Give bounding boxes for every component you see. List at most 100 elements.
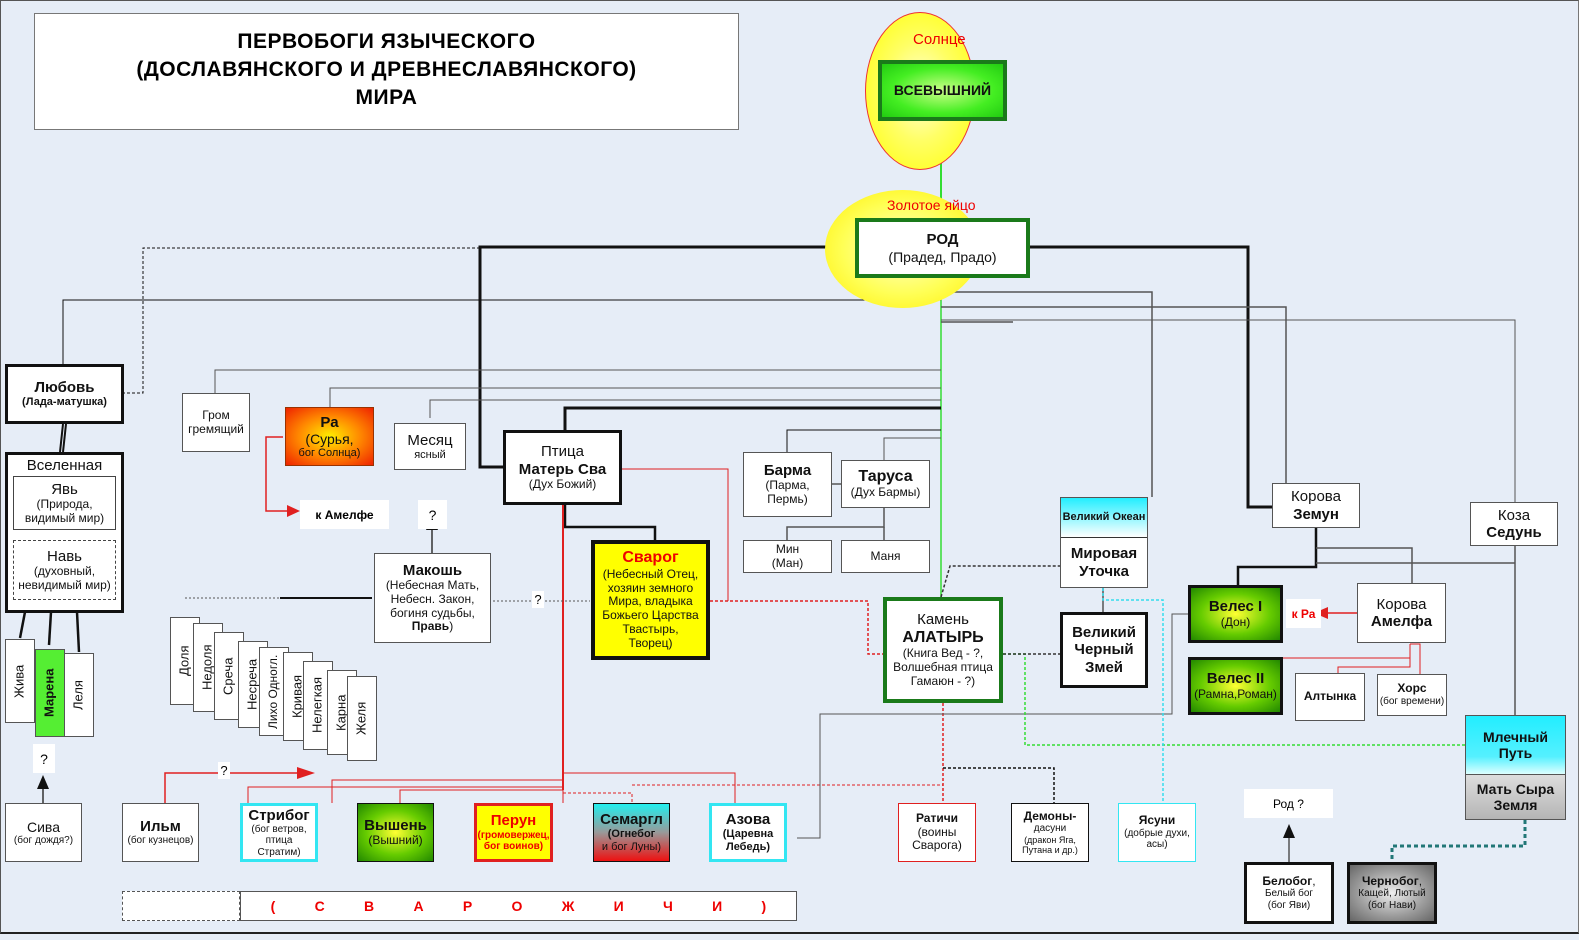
node-ra[interactable]: Ра (Сурья, бог Солнца) <box>285 407 374 466</box>
node-vyshen[interactable]: Вышень (Вышний) <box>357 803 434 862</box>
alatyr-line1: Камень <box>917 611 969 629</box>
node-demony[interactable]: Демоны- дасуни (дракон Яга, Путана и др.… <box>1011 803 1089 862</box>
node-yav[interactable]: Явь (Природа, видимый мир) <box>13 476 116 531</box>
barma-name: Барма <box>763 462 812 480</box>
node-manya[interactable]: Маня <box>841 540 930 573</box>
node-lyubov[interactable]: Любовь (Лада-матушка) <box>5 364 124 424</box>
vyshen-sub: (Вышний) <box>368 833 423 848</box>
koza-name: Седунь <box>1486 524 1542 541</box>
stribog-name: Стрибог <box>248 806 310 824</box>
node-korova-zemun[interactable]: Корова Земун <box>1272 483 1360 528</box>
node-nav[interactable]: Навь (духовный, невидимый мир) <box>13 540 116 601</box>
alatyr-sub: (Книга Вед - ?, Волшебная птица Гамаюн -… <box>893 646 993 688</box>
node-mlechny-put[interactable]: Млечный Путь Мать Сыра Земля <box>1465 715 1566 820</box>
mesyats-name: Месяц <box>407 431 453 449</box>
semargl-sub1: (Огнебог <box>607 828 656 841</box>
node-lelya[interactable]: Леля <box>64 653 94 737</box>
title-line-1: ПЕРВОБОГИ ЯЗЫЧЕСКОГО <box>237 30 536 53</box>
demony-sub2: (дракон Яга, Путана и др.) <box>1022 834 1078 856</box>
node-altynka[interactable]: Алтынка <box>1295 673 1365 721</box>
demony-sub1: дасуни <box>1033 823 1067 835</box>
makosh-close: ) <box>449 619 454 634</box>
svarog-sub: (Небесный Отец, хозяин земного Мира, вла… <box>602 566 699 650</box>
svarozhichi-char: В <box>364 898 375 914</box>
hors-name: Хорс <box>1397 681 1427 696</box>
node-azova[interactable]: Азова (Царевна Лебедь) <box>709 803 787 862</box>
yav-sub: (Природа, видимый мир) <box>24 497 105 525</box>
hors-sub: (бог времени) <box>1379 696 1445 708</box>
vsevyshny-label: ВСЕВЫШНИЙ <box>893 82 992 99</box>
node-marena[interactable]: Марена <box>35 649 65 737</box>
node-veles-1[interactable]: Велес I (Дон) <box>1188 585 1283 643</box>
svarozhichi-char: О <box>511 898 523 914</box>
nav-name: Навь <box>47 547 82 565</box>
node-alatyr[interactable]: Камень АЛАТЫРЬ (Книга Вед - ?, Волшебная… <box>883 597 1003 703</box>
note-question-ilm: ? <box>218 762 230 779</box>
yasuni-name: Ясуни <box>1138 813 1176 828</box>
node-ptitsa-sva[interactable]: Птица Матерь Сва (Дух Божий) <box>503 430 622 505</box>
node-makosh[interactable]: Макошь (Небесная Мать, Небесн. Закон, бо… <box>374 553 491 643</box>
svarozhichi-empty-cell <box>122 891 240 921</box>
node-ratichi[interactable]: Ратичи (воины Сварога) <box>898 803 976 862</box>
node-min[interactable]: Мин (Ман) <box>743 540 832 573</box>
tarusa-name: Таруса <box>858 467 913 485</box>
svarozhichi-char: А <box>413 898 424 914</box>
universe-label: Вселенная <box>26 457 103 474</box>
tarusa-sub: (Дух Бармы) <box>850 485 921 500</box>
svarog-name: Сварог <box>622 549 679 567</box>
node-rod[interactable]: РОД (Прадед, Прадо) <box>855 218 1030 278</box>
node-universe[interactable]: Вселенная Явь (Природа, видимый мир) Нав… <box>5 452 124 613</box>
marena-label: Марена <box>41 668 57 718</box>
svarozhichi-char: И <box>613 898 624 914</box>
ra-sub1: (Сурья, <box>305 430 354 447</box>
yav-name: Явь <box>51 480 78 498</box>
node-grom[interactable]: Гром гремящий <box>182 393 250 452</box>
veles2-sub: (Рамна,Роман) <box>1194 686 1277 701</box>
node-svarog[interactable]: Сварог (Небесный Отец, хозяин земного Ми… <box>591 540 710 660</box>
mesyats-sub: ясный <box>414 448 446 461</box>
node-fate-zhelya[interactable]: Желя <box>347 676 377 761</box>
azova-sub: (Царевна Лебедь) <box>722 828 774 854</box>
node-hors[interactable]: Хорс (бог времени) <box>1377 674 1447 716</box>
chernobog-comma: , <box>1418 873 1423 888</box>
title-line-3: МИРА <box>355 86 418 109</box>
svarozhichi-char: ) <box>761 898 767 914</box>
svarozhichi-char: И <box>712 898 723 914</box>
node-zhiva[interactable]: Жива <box>5 639 35 723</box>
makosh-name: Макошь <box>402 561 463 579</box>
demony-name: Демоны- <box>1023 808 1077 823</box>
node-siva[interactable]: Сива (бог дождя?) <box>5 803 82 862</box>
node-vsevyshny[interactable]: ВСЕВЫШНИЙ <box>878 60 1007 121</box>
ratichi-name: Ратичи <box>915 810 959 825</box>
node-ilm[interactable]: Ильм (бог кузнецов) <box>122 803 199 862</box>
svarozhichi-char: Р <box>462 898 473 914</box>
node-korova-amelfa[interactable]: Корова Амелфа <box>1357 583 1446 643</box>
perun-name: Перун <box>490 812 537 830</box>
stribog-sub: (бог ветров, птица Стратим) <box>251 823 307 858</box>
belobog-sub1: Белый бог <box>1264 888 1314 900</box>
rod-name: РОД <box>926 231 959 249</box>
node-stribog[interactable]: Стрибог (бог ветров, птица Стратим) <box>240 803 318 862</box>
ilm-name: Ильм <box>140 818 181 836</box>
node-perun[interactable]: Перун (громовержец, бог воинов) <box>474 803 553 862</box>
node-zmey[interactable]: Великий Черный Змей <box>1060 612 1148 688</box>
belobog-name: Белобог <box>1262 873 1313 888</box>
node-mesyats[interactable]: Месяц ясный <box>394 423 466 470</box>
node-ocean-utochka[interactable]: Великий Океан Мировая Уточка <box>1060 497 1148 588</box>
node-koza-sedun[interactable]: Коза Седунь <box>1470 502 1558 546</box>
node-yasuni[interactable]: Ясуни (добрые духи, асы) <box>1118 803 1196 862</box>
ptitsa-line1: Птица <box>541 443 584 461</box>
fate-label: Доля <box>176 645 192 677</box>
note-to-amelfa: к Амелфе <box>300 500 389 529</box>
note-rod-question: Род ? <box>1244 789 1333 818</box>
alatyr-name: АЛАТЫРЬ <box>902 628 984 646</box>
node-veles-2[interactable]: Велес II (Рамна,Роман) <box>1188 657 1283 715</box>
ilm-sub: (бог кузнецов) <box>127 835 194 847</box>
rod-sub: (Прадед, Прадо) <box>888 248 997 265</box>
utochka-name: Мировая Уточка <box>1070 545 1138 580</box>
node-chernobog[interactable]: Чернобог, Кащей, Лютый (бог Нави) <box>1347 862 1437 924</box>
node-barma[interactable]: Барма (Парма, Пермь) <box>743 452 832 517</box>
node-belobog[interactable]: Белобог, Белый бог (бог Яви) <box>1244 862 1334 924</box>
node-tarusa[interactable]: Таруса (Дух Бармы) <box>841 460 930 508</box>
node-semargl[interactable]: Семаргл (Огнебог и бог Луны) <box>593 803 670 862</box>
